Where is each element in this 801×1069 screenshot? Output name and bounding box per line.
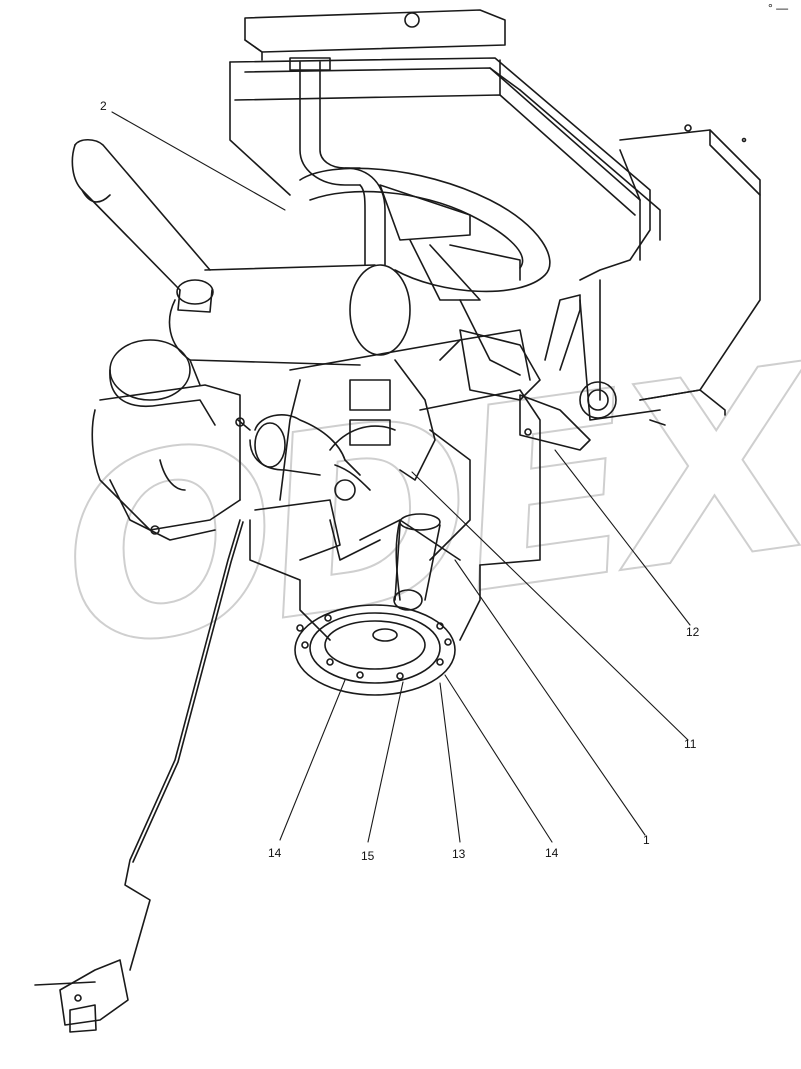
callout-14a: 14 bbox=[268, 846, 282, 860]
intake-elbow bbox=[235, 414, 396, 501]
leader-14b bbox=[444, 674, 553, 843]
leader-1 bbox=[454, 559, 646, 836]
pedal-bracket bbox=[34, 959, 129, 1033]
watermark-text: ODEX bbox=[45, 310, 801, 704]
callout-1: 1 bbox=[643, 833, 650, 847]
callout-14b: 14 bbox=[545, 846, 559, 860]
leader-14a bbox=[279, 679, 346, 841]
watermark: ODEX bbox=[44, 309, 801, 705]
air-pipe-upper bbox=[289, 57, 386, 266]
leader-lines bbox=[111, 111, 691, 843]
callout-2: 2 bbox=[100, 99, 107, 113]
leader-13 bbox=[439, 682, 461, 843]
air-cleaner bbox=[91, 339, 241, 541]
exhaust-stack bbox=[71, 138, 214, 313]
radiator bbox=[229, 9, 661, 281]
muffler bbox=[168, 264, 411, 386]
callout-13: 13 bbox=[452, 847, 466, 861]
flywheel-housing bbox=[294, 604, 456, 696]
coolant-pump bbox=[459, 294, 617, 451]
callout-labels: 2 12 11 1 14 15 13 14 bbox=[100, 99, 700, 863]
leader-12 bbox=[554, 449, 691, 626]
starter-motor bbox=[393, 513, 441, 611]
callout-12: 12 bbox=[686, 625, 700, 639]
corner-mark: ° — bbox=[768, 1, 788, 15]
control-cable bbox=[124, 519, 244, 971]
fan-shroud bbox=[299, 167, 551, 301]
leader-11 bbox=[411, 471, 689, 741]
leader-15 bbox=[367, 681, 404, 843]
leader-2 bbox=[111, 111, 286, 211]
callout-11: 11 bbox=[684, 737, 697, 751]
side-frame-box bbox=[579, 124, 761, 426]
callout-15: 15 bbox=[361, 849, 375, 863]
